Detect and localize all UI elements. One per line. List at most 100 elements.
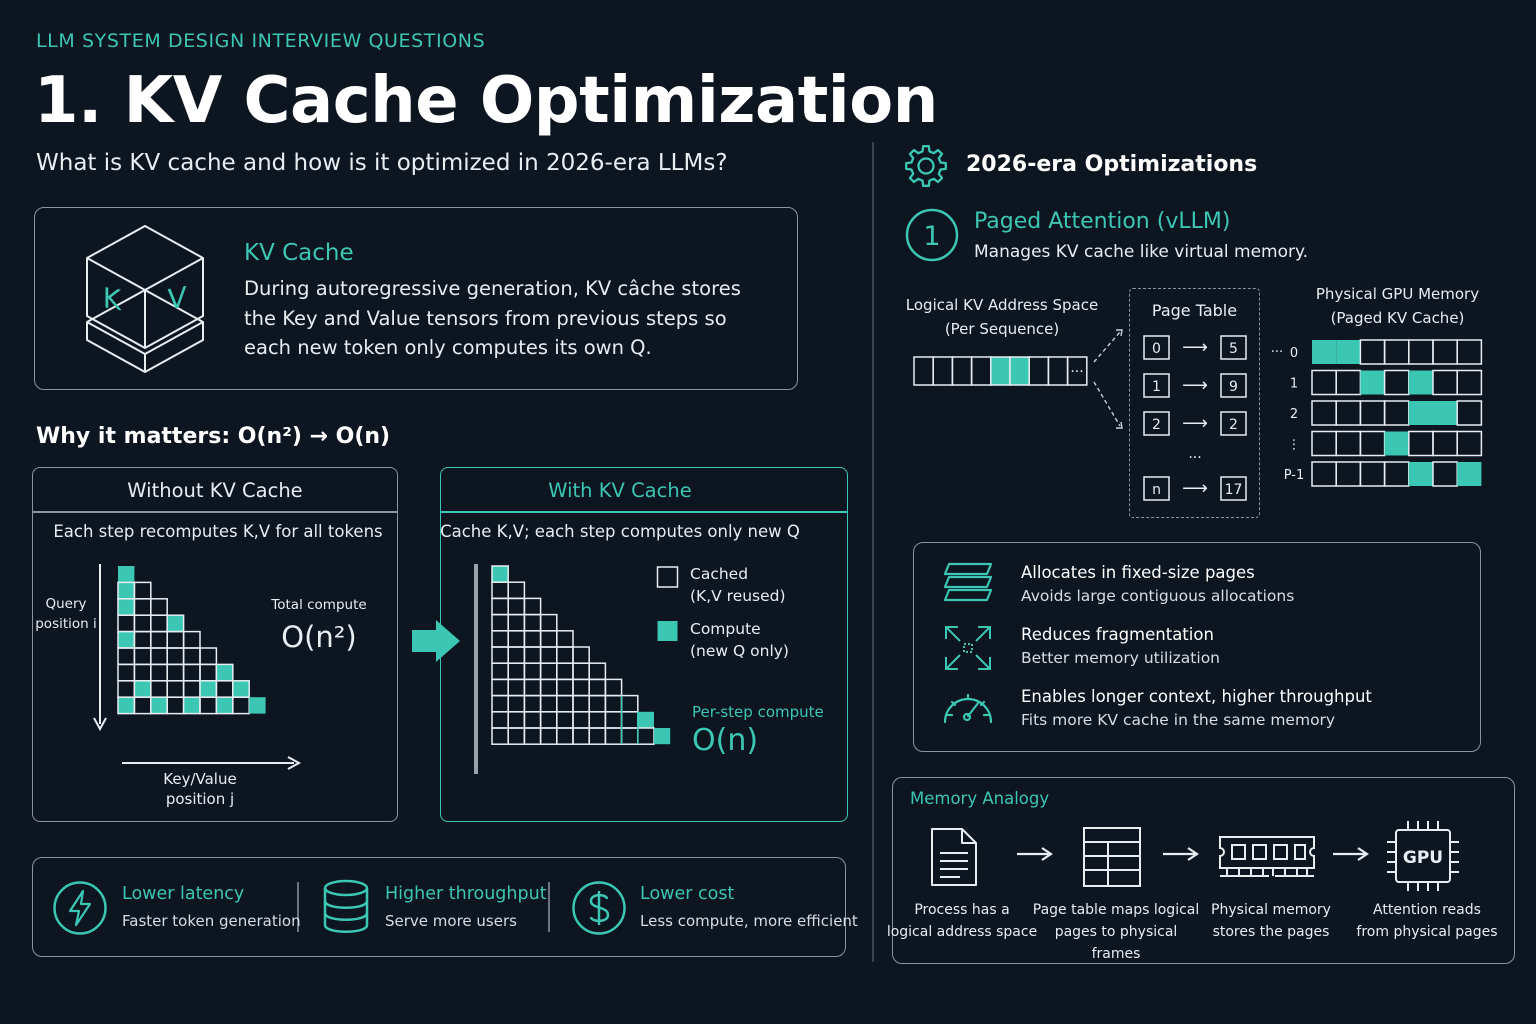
- analogy-arrow-icon: [1333, 847, 1369, 861]
- feature-title: Allocates in fixed-size pages: [1021, 563, 1255, 582]
- key-value-axis-label-line1: Key/Value: [163, 770, 237, 788]
- physical-memory-label-line1: Physical GPU Memory: [1315, 285, 1480, 303]
- matrix-cell: [215, 696, 234, 715]
- matrix-cell: [556, 662, 574, 681]
- analogy-caption-line1: Page table maps logical: [1032, 902, 1200, 918]
- physical-frame-cell: [1311, 400, 1337, 426]
- optimizations-heading: 2026-era Optimizations: [966, 152, 1258, 177]
- legend-cached-label: Cached (K,V reused): [690, 563, 786, 607]
- matrix-cell: [133, 647, 152, 666]
- matrix-cell: [539, 630, 558, 648]
- benefit-title: Higher throughput: [385, 884, 547, 904]
- matrix-cell: [556, 678, 574, 697]
- paged-attention-title: Paged Attention (vLLM): [974, 209, 1231, 234]
- matrix-cell: [637, 711, 654, 728]
- logical-page-cell: [1028, 356, 1050, 386]
- matrix-cell: [232, 680, 250, 698]
- matrix-cell: [539, 694, 558, 713]
- matrix-cell: [507, 727, 526, 745]
- matrix-cell: [491, 646, 509, 664]
- matrix-cell: [604, 711, 623, 729]
- page-table-ellipsis: ···: [1188, 450, 1201, 466]
- matrix-cell: [117, 598, 136, 616]
- matrix-cell: [572, 727, 590, 745]
- kv-cube-icon: K V: [86, 225, 204, 373]
- logical-page-cell: [990, 356, 1011, 386]
- page-table-arrow: ⟶: [1182, 478, 1208, 499]
- matrix-cell: [539, 646, 558, 664]
- matrix-cell: [166, 630, 185, 649]
- page-table-physical-cell: [1220, 411, 1247, 436]
- logical-page-cell: [1009, 356, 1030, 386]
- database-icon: [323, 879, 369, 933]
- matrix-cell: [539, 613, 558, 632]
- page-table-logical-cell: [1143, 335, 1170, 360]
- chip-icon: GPU: [1387, 821, 1459, 891]
- matrix-cell: [491, 630, 509, 648]
- matrix-cell: [166, 696, 185, 715]
- physical-frame-cell: [1383, 400, 1410, 426]
- logical-address-label: Logical KV Address Space (Per Sequence): [900, 293, 1104, 341]
- paged-attention-features: [913, 542, 1481, 752]
- legend-cached-line2: (K,V reused): [690, 587, 786, 605]
- analogy-arrow-icon: [1163, 847, 1199, 861]
- kv-icon-v-letter: V: [167, 280, 187, 316]
- page-table-logical-value: 2: [1152, 417, 1161, 433]
- matrix-cell: [491, 581, 509, 600]
- per-step-compute-value: O(n): [692, 723, 759, 758]
- physical-memory-label: Physical GPU Memory (Paged KV Cache): [1300, 282, 1495, 330]
- expand-icon: [945, 626, 991, 670]
- logical-address-label-line1: Logical KV Address Space: [905, 296, 1099, 314]
- matrix-cell: [572, 678, 590, 697]
- matrix-cell: [199, 663, 218, 682]
- feature-subtitle: Avoids large contiguous allocations: [1021, 587, 1295, 605]
- query-axis-label-line2: position i: [35, 616, 97, 632]
- matrix-cell: [182, 680, 201, 698]
- page-table-rows: 0⟶51⟶92⟶2n⟶17: [1143, 335, 1247, 501]
- matrix-cell: [133, 614, 152, 633]
- physical-frame-cell: [1408, 401, 1433, 425]
- logical-page-cell: [913, 356, 934, 386]
- matrix-cell: [182, 663, 201, 682]
- physical-frame-cell: [1335, 430, 1362, 457]
- without-cache-matrix: [93, 564, 302, 770]
- matrix-cell: [620, 694, 639, 713]
- matrix-cell: [166, 647, 185, 666]
- matrix-cell: [199, 647, 218, 666]
- page-table-box: [1129, 288, 1260, 518]
- logical-page-cell: [970, 356, 992, 386]
- matrix-cell: [491, 613, 509, 632]
- matrix-cell: [556, 630, 574, 648]
- with-panel-subtitle: Cache K,V; each step computes only new Q: [440, 522, 800, 541]
- matrix-cell: [507, 613, 526, 632]
- physical-frame-cell: [1408, 370, 1433, 395]
- matrix-cell: [491, 727, 509, 745]
- page-table-physical-value: 2: [1229, 417, 1238, 433]
- page-table-logical-cell: [1143, 373, 1170, 398]
- key-value-axis-label: Key/Value position j: [150, 769, 250, 809]
- matrix-cell: [556, 694, 574, 713]
- query-axis-label: Query position i: [30, 594, 102, 634]
- matrix-cell: [117, 696, 136, 715]
- without-panel-subtitle: Each step recomputes K,V for all tokens: [53, 522, 383, 541]
- gpu-chip-label: GPU: [1403, 848, 1443, 868]
- legend-compute-line1: Compute: [690, 620, 761, 638]
- matrix-cell: [523, 662, 542, 681]
- matrix-cell: [539, 662, 558, 681]
- physical-frame-cell: [1456, 369, 1483, 396]
- matrix-cell: [604, 678, 623, 697]
- matrix-cell: [150, 663, 168, 682]
- physical-frame-cell: [1383, 461, 1410, 487]
- page-table-physical-value: 9: [1229, 379, 1238, 395]
- with-panel-title: With KV Cache: [548, 479, 692, 502]
- matrix-cell: [117, 614, 136, 633]
- page-table-logical-cell: [1143, 476, 1170, 501]
- matrix-cell: [166, 680, 185, 698]
- feature-title: Reduces fragmentation: [1021, 625, 1214, 644]
- without-panel-title: Without KV Cache: [127, 479, 303, 502]
- page-subtitle: What is KV cache and how is it optimized…: [36, 150, 728, 176]
- matrix-cell: [539, 711, 558, 729]
- matrix-cell: [150, 598, 168, 616]
- matrix-cell: [199, 680, 218, 698]
- legend-cached-swatch: [656, 566, 679, 588]
